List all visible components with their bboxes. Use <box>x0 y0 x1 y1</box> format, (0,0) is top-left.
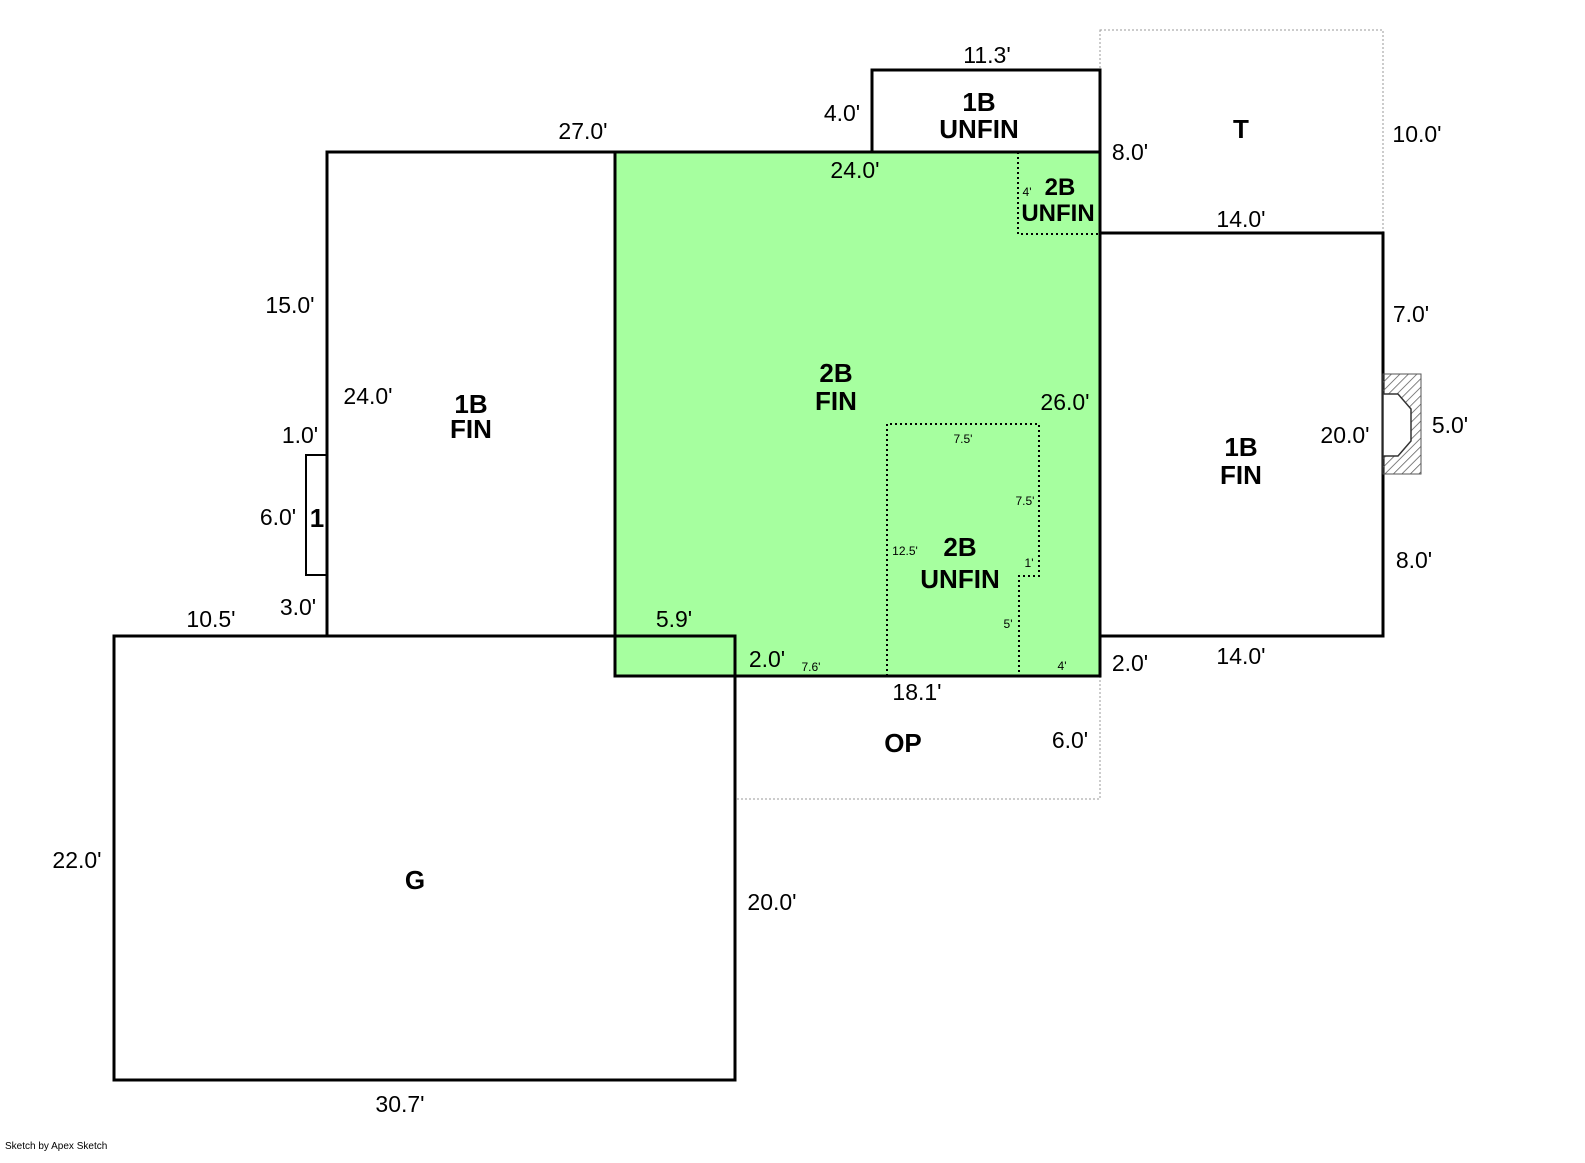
upper-1b-unfin-label-line1: 1B <box>962 87 995 117</box>
dimension-label: 7.5' <box>954 432 973 446</box>
upper-1b-unfin-area <box>870 68 1102 152</box>
terrace-label: T <box>1233 114 1249 144</box>
center-2b-unfin-outline <box>886 423 1040 676</box>
small-2b-unfin-label-line2: UNFIN <box>1021 200 1094 227</box>
dimension-label: 5.9' <box>656 606 692 632</box>
dimension-label: 24.0' <box>343 383 392 409</box>
dimension-label: 20.0' <box>1320 422 1369 448</box>
dimension-label: 11.3' <box>963 42 1010 68</box>
dimension-label: 30.7' <box>375 1091 424 1117</box>
center-2b-fin-label-line2: FIN <box>815 386 857 416</box>
dimension-label: 6.0' <box>1052 727 1088 753</box>
dimension-label: 1.0' <box>282 422 318 448</box>
center-2b-unfin-label-line1: 2B <box>943 532 976 562</box>
dimension-label: 27.0' <box>558 118 607 144</box>
small-2b-unfin-label-line1: 2B <box>1045 174 1076 201</box>
small-box-label: 1 <box>310 503 324 533</box>
dimension-label: 2.0' <box>749 646 785 672</box>
dimension-label: 3.0' <box>280 594 316 620</box>
dimension-label: 4' <box>1058 659 1067 673</box>
right-1b-fin-label-line1: 1B <box>1224 432 1257 462</box>
left-1b-fin-label-line1: 1B <box>454 389 487 419</box>
dimension-label: 4' <box>1023 185 1032 199</box>
garage-label: G <box>405 865 425 895</box>
dimension-label: 10.5' <box>186 606 235 632</box>
dimension-label: 7.5' <box>1016 494 1035 508</box>
dimension-label: 26.0' <box>1040 389 1089 415</box>
fireplace-icon <box>1382 373 1422 475</box>
dimension-label: 8.0' <box>1396 547 1432 573</box>
center-2b-fin-area <box>613 150 1102 678</box>
dimension-label: 8.0' <box>1112 139 1148 165</box>
open-porch-label: OP <box>884 728 922 758</box>
dimension-label: 10.0' <box>1392 121 1441 147</box>
left-1b-fin-label-line2: FIN <box>450 414 492 444</box>
dimension-label: 20.0' <box>747 889 796 915</box>
upper-1b-unfin-label-line2: UNFIN <box>939 114 1018 144</box>
dimension-label: 6.0' <box>260 504 296 530</box>
dimension-label: 24.0' <box>830 157 879 183</box>
dimension-label: 5.0' <box>1432 412 1468 438</box>
sketch-credit: Sketch by Apex Sketch <box>5 1141 107 1152</box>
dimension-label: 12.5' <box>892 544 918 558</box>
dimension-label: 7.6' <box>802 660 821 674</box>
dimension-label: 22.0' <box>52 847 101 873</box>
dimension-label: 1' <box>1025 556 1034 570</box>
right-1b-fin-label-line2: FIN <box>1220 460 1262 490</box>
center-2b-fin-label-line1: 2B <box>819 358 852 388</box>
dimension-label: 15.0' <box>265 292 314 318</box>
small-box-1 <box>305 454 328 576</box>
dimension-label: 14.0' <box>1216 206 1265 232</box>
dimension-label: 2.0' <box>1112 650 1148 676</box>
center-2b-unfin-label-line2: UNFIN <box>920 564 999 594</box>
dimension-label: 14.0' <box>1216 643 1265 669</box>
garage-area <box>112 634 737 1082</box>
dimension-label: 4.0' <box>824 100 860 126</box>
dimension-label: 5' <box>1004 617 1013 631</box>
dimension-label: 7.0' <box>1393 301 1429 327</box>
small-2b-unfin-outline <box>1017 152 1100 235</box>
dimension-label: 18.1' <box>892 679 941 705</box>
